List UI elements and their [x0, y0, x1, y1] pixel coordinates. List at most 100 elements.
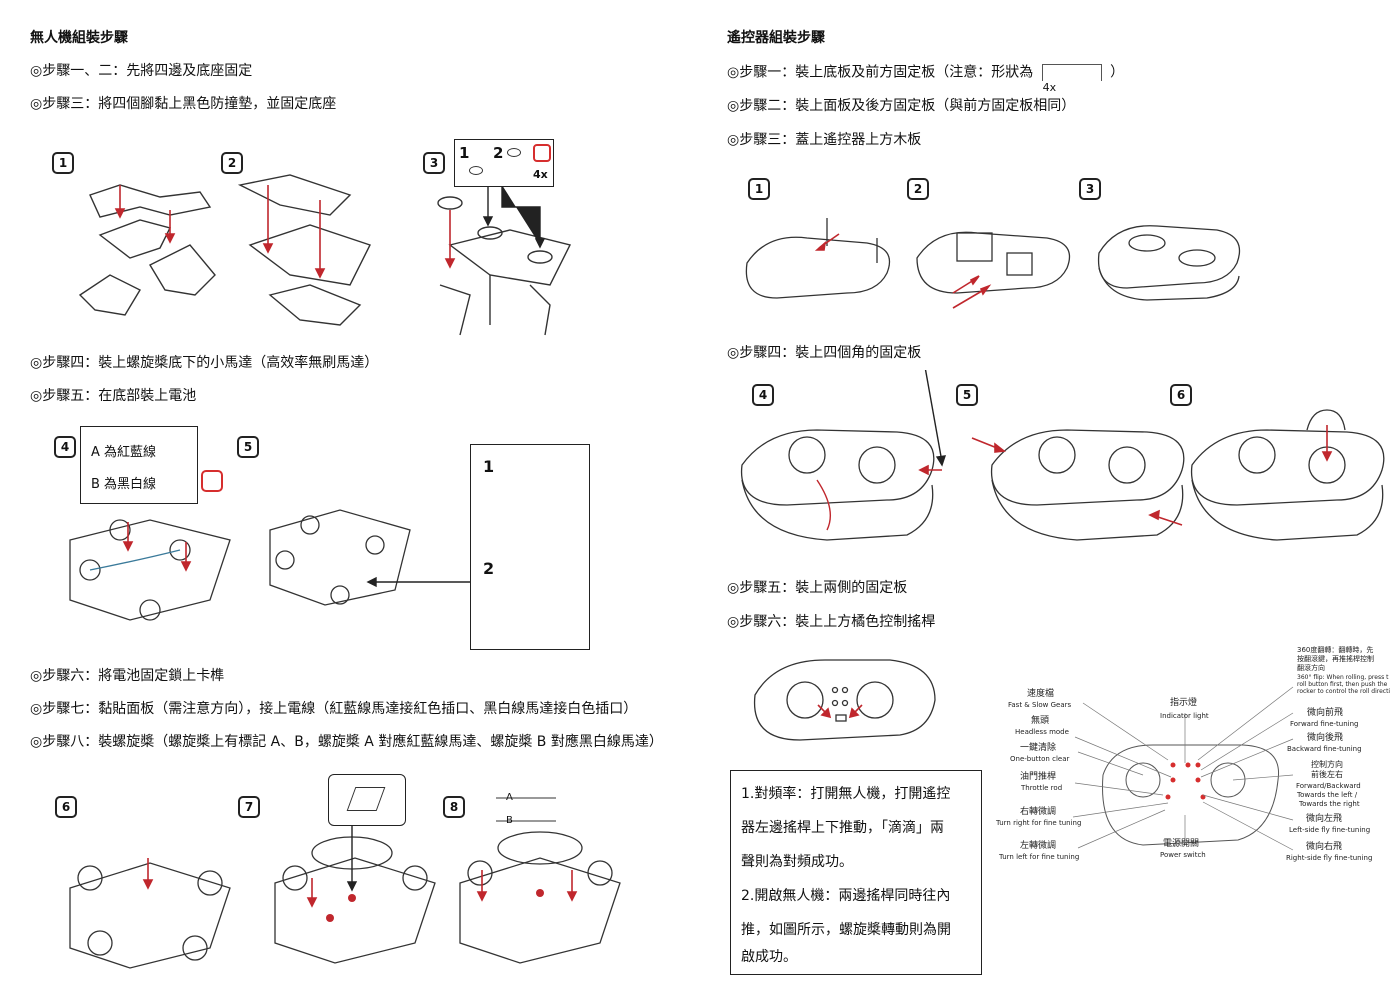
- step-badge-1: 1: [52, 152, 74, 174]
- drone-step-3: ◎步驟三：將四個腳黏上黑色防撞墊，並固定底座: [30, 96, 337, 112]
- instruction-line-3: 聲則為對頻成功。: [741, 854, 853, 870]
- remote-step-5: ◎步驟五：裝上兩側的固定板: [727, 580, 908, 596]
- bumper-pad-icon-2: [507, 148, 521, 157]
- bumper-pad-icon: [469, 166, 483, 175]
- label-headless-en: Headless mode: [1015, 728, 1069, 736]
- remote-badge-4: 4: [752, 384, 774, 406]
- label-throttle-en: Throttle rod: [1021, 784, 1063, 792]
- remote-badge-5: 5: [956, 384, 978, 406]
- panel-inset: [328, 774, 406, 826]
- controller-function-diagram: 速度檔 Fast & Slow Gears 無頭 Headless mode 一…: [993, 645, 1391, 875]
- label-flip-en-1: 360° flip: When rolling, press t: [1297, 674, 1389, 681]
- wire-label-a: A 為紅藍線: [91, 445, 157, 460]
- drone-motor-figure: 4 5 A 為紅藍線 B 為黑白線 1 2: [30, 420, 630, 660]
- label-headless-zh: 無頭: [1031, 716, 1050, 726]
- label-flip-zh-3: 翻滾方向: [1297, 664, 1325, 672]
- propeller-a-label: A: [506, 792, 513, 803]
- label-direction-zh-2: 前後左右: [1311, 770, 1343, 779]
- drone-frame-figure: 1 2 3 1 2 4x: [30, 125, 590, 345]
- drone-frame-drawing: [78, 174, 572, 336]
- remote-stick-figure: [730, 645, 980, 765]
- label-direction-en-3: Towards the right: [1299, 800, 1360, 808]
- label-power-zh: 電源開關: [1163, 839, 1200, 849]
- label-backward-en: Backward fine-tuning: [1287, 745, 1362, 753]
- label-indicator-en: Indicator light: [1160, 712, 1209, 720]
- inset-label-2: 2: [493, 144, 504, 162]
- drone-step-5: ◎步驟五：在底部裝上電池: [30, 388, 197, 404]
- label-left-fly-en: Left-side fly fine-tuning: [1289, 826, 1371, 834]
- step-badge-4: 4: [54, 436, 76, 458]
- step-badge-8: 8: [443, 796, 465, 818]
- remote-step-3: ◎步驟三：蓋上遙控器上方木板: [727, 132, 922, 148]
- instruction-line-2: 器左邊搖桿上下推動，「滴滴」兩: [741, 820, 944, 836]
- battery-inset: 1 2: [470, 444, 590, 650]
- label-left-trim-zh: 左轉微調: [1020, 841, 1057, 851]
- step-badge-7: 7: [238, 796, 260, 818]
- controller-outline-drawing: [1072, 686, 1294, 851]
- remote-step-2: ◎步驟二：裝上面板及後方固定板（與前方固定板相同）: [727, 98, 1076, 114]
- label-flip-zh-2: 按翻滾鍵，再推搖桿控制: [1297, 655, 1374, 663]
- remote-stick-drawing: [753, 659, 936, 741]
- label-clear-zh: 一鍵清除: [1020, 743, 1057, 753]
- label-left-trim-en: Turn left for fine tuning: [999, 853, 1080, 861]
- bracket-shape-icon: 4x: [1041, 64, 1102, 94]
- remote-base-drawing: [745, 218, 1241, 309]
- label-direction-en-2: Towards the left /: [1297, 791, 1358, 799]
- remote-step-1-close: ）: [1110, 64, 1125, 81]
- label-clear-en: One-button clear: [1010, 755, 1070, 763]
- label-direction-zh-1: 控制方向: [1311, 760, 1343, 769]
- battery-inset-label-1: 1: [483, 457, 495, 476]
- label-speed-zh: 速度檔: [1027, 689, 1055, 699]
- drone-assembly-title: 無人機組裝步驟: [30, 30, 128, 46]
- label-flip-en-2: roll button first, then push the: [1297, 681, 1388, 688]
- label-power-en: Power switch: [1160, 851, 1206, 859]
- drone-propeller-drawing: [69, 797, 621, 969]
- battery-inset-label-2: 2: [483, 559, 495, 578]
- step-badge-5: 5: [237, 436, 259, 458]
- label-right-fly-zh: 微向右飛: [1306, 842, 1343, 852]
- instruction-line-4: 2.開啟無人機：兩邊搖桿同時往內: [741, 888, 951, 904]
- label-flip-en-3: rocker to control the roll directi: [1297, 688, 1391, 695]
- step-badge-6: 6: [55, 796, 77, 818]
- drone-step-6: ◎步驟六：將電池固定鎖上卡榫: [30, 668, 225, 684]
- remote-step-6: ◎步驟六：裝上上方橘色控制搖桿: [727, 614, 936, 630]
- remote-badge-3: 3: [1079, 178, 1101, 200]
- remote-step-1-text: ◎步驟一：裝上底板及前方固定板（注意：形狀為: [727, 64, 1034, 81]
- remote-base-figure: 1 2 3: [727, 158, 1247, 338]
- propeller-b-label: B: [506, 815, 513, 826]
- inset-count: 4x: [533, 168, 548, 181]
- instruction-line-1: 1.對頻率：打開無人機，打開遙控: [741, 786, 951, 802]
- rotate-icon: [201, 470, 223, 492]
- label-right-trim-zh: 右轉微調: [1020, 807, 1057, 817]
- drone-step-8: ◎步驟八：裝螺旋槳（螺旋槳上有標記 A、B，螺旋槳 A 對應紅藍線馬達、螺旋槳 …: [30, 734, 663, 750]
- remote-corner-figure: 4 5 6: [727, 370, 1387, 570]
- remote-badge-6: 6: [1170, 384, 1192, 406]
- label-backward-zh: 微向後飛: [1307, 733, 1344, 743]
- wire-label-b: B 為黑白線: [91, 477, 157, 492]
- instruction-line-6: 啟成功。: [741, 949, 797, 965]
- remote-corner-drawing: [740, 370, 1385, 541]
- label-direction-en-1: Forward/Backward: [1296, 782, 1361, 790]
- label-throttle-zh: 油門推桿: [1020, 772, 1057, 782]
- panel-board-icon: [346, 787, 386, 811]
- rotate-icon: [533, 144, 551, 162]
- inset-label-1: 1: [459, 144, 470, 162]
- bracket-shape-label: 4x: [1042, 81, 1057, 94]
- label-speed-en: Fast & Slow Gears: [1008, 701, 1072, 709]
- label-left-fly-zh: 微向左飛: [1306, 814, 1343, 824]
- remote-assembly-title: 遙控器組裝步驟: [727, 30, 825, 46]
- label-flip-zh-1: 360度翻轉：翻轉時，先: [1297, 646, 1374, 654]
- remote-step-4: ◎步驟四：裝上四個角的固定板: [727, 345, 922, 361]
- label-forward-zh: 微向前飛: [1307, 708, 1344, 718]
- remote-badge-1: 1: [748, 178, 770, 200]
- instruction-line-5: 推，如圖所示，螺旋槳轉動則為開: [741, 922, 951, 938]
- drone-step-7: ◎步驟七：黏貼面板（需注意方向），接上電線（紅藍線馬達接紅色插口、黑白線馬達接白…: [30, 701, 638, 717]
- step-badge-2: 2: [221, 152, 243, 174]
- remote-badge-2: 2: [907, 178, 929, 200]
- label-right-trim-en: Turn right for fine tuning: [996, 819, 1082, 827]
- pairing-instructions-box: 1.對頻率：打開無人機，打開遙控 器左邊搖桿上下推動，「滴滴」兩 聲則為對頻成功…: [730, 770, 982, 975]
- wire-legend-box: A 為紅藍線 B 為黑白線: [80, 426, 198, 504]
- drone-propeller-figure: 6 7 8 A B: [30, 768, 630, 983]
- step-badge-3: 3: [423, 152, 445, 174]
- drone-step-1-2: ◎步驟一、二：先將四邊及底座固定: [30, 63, 253, 79]
